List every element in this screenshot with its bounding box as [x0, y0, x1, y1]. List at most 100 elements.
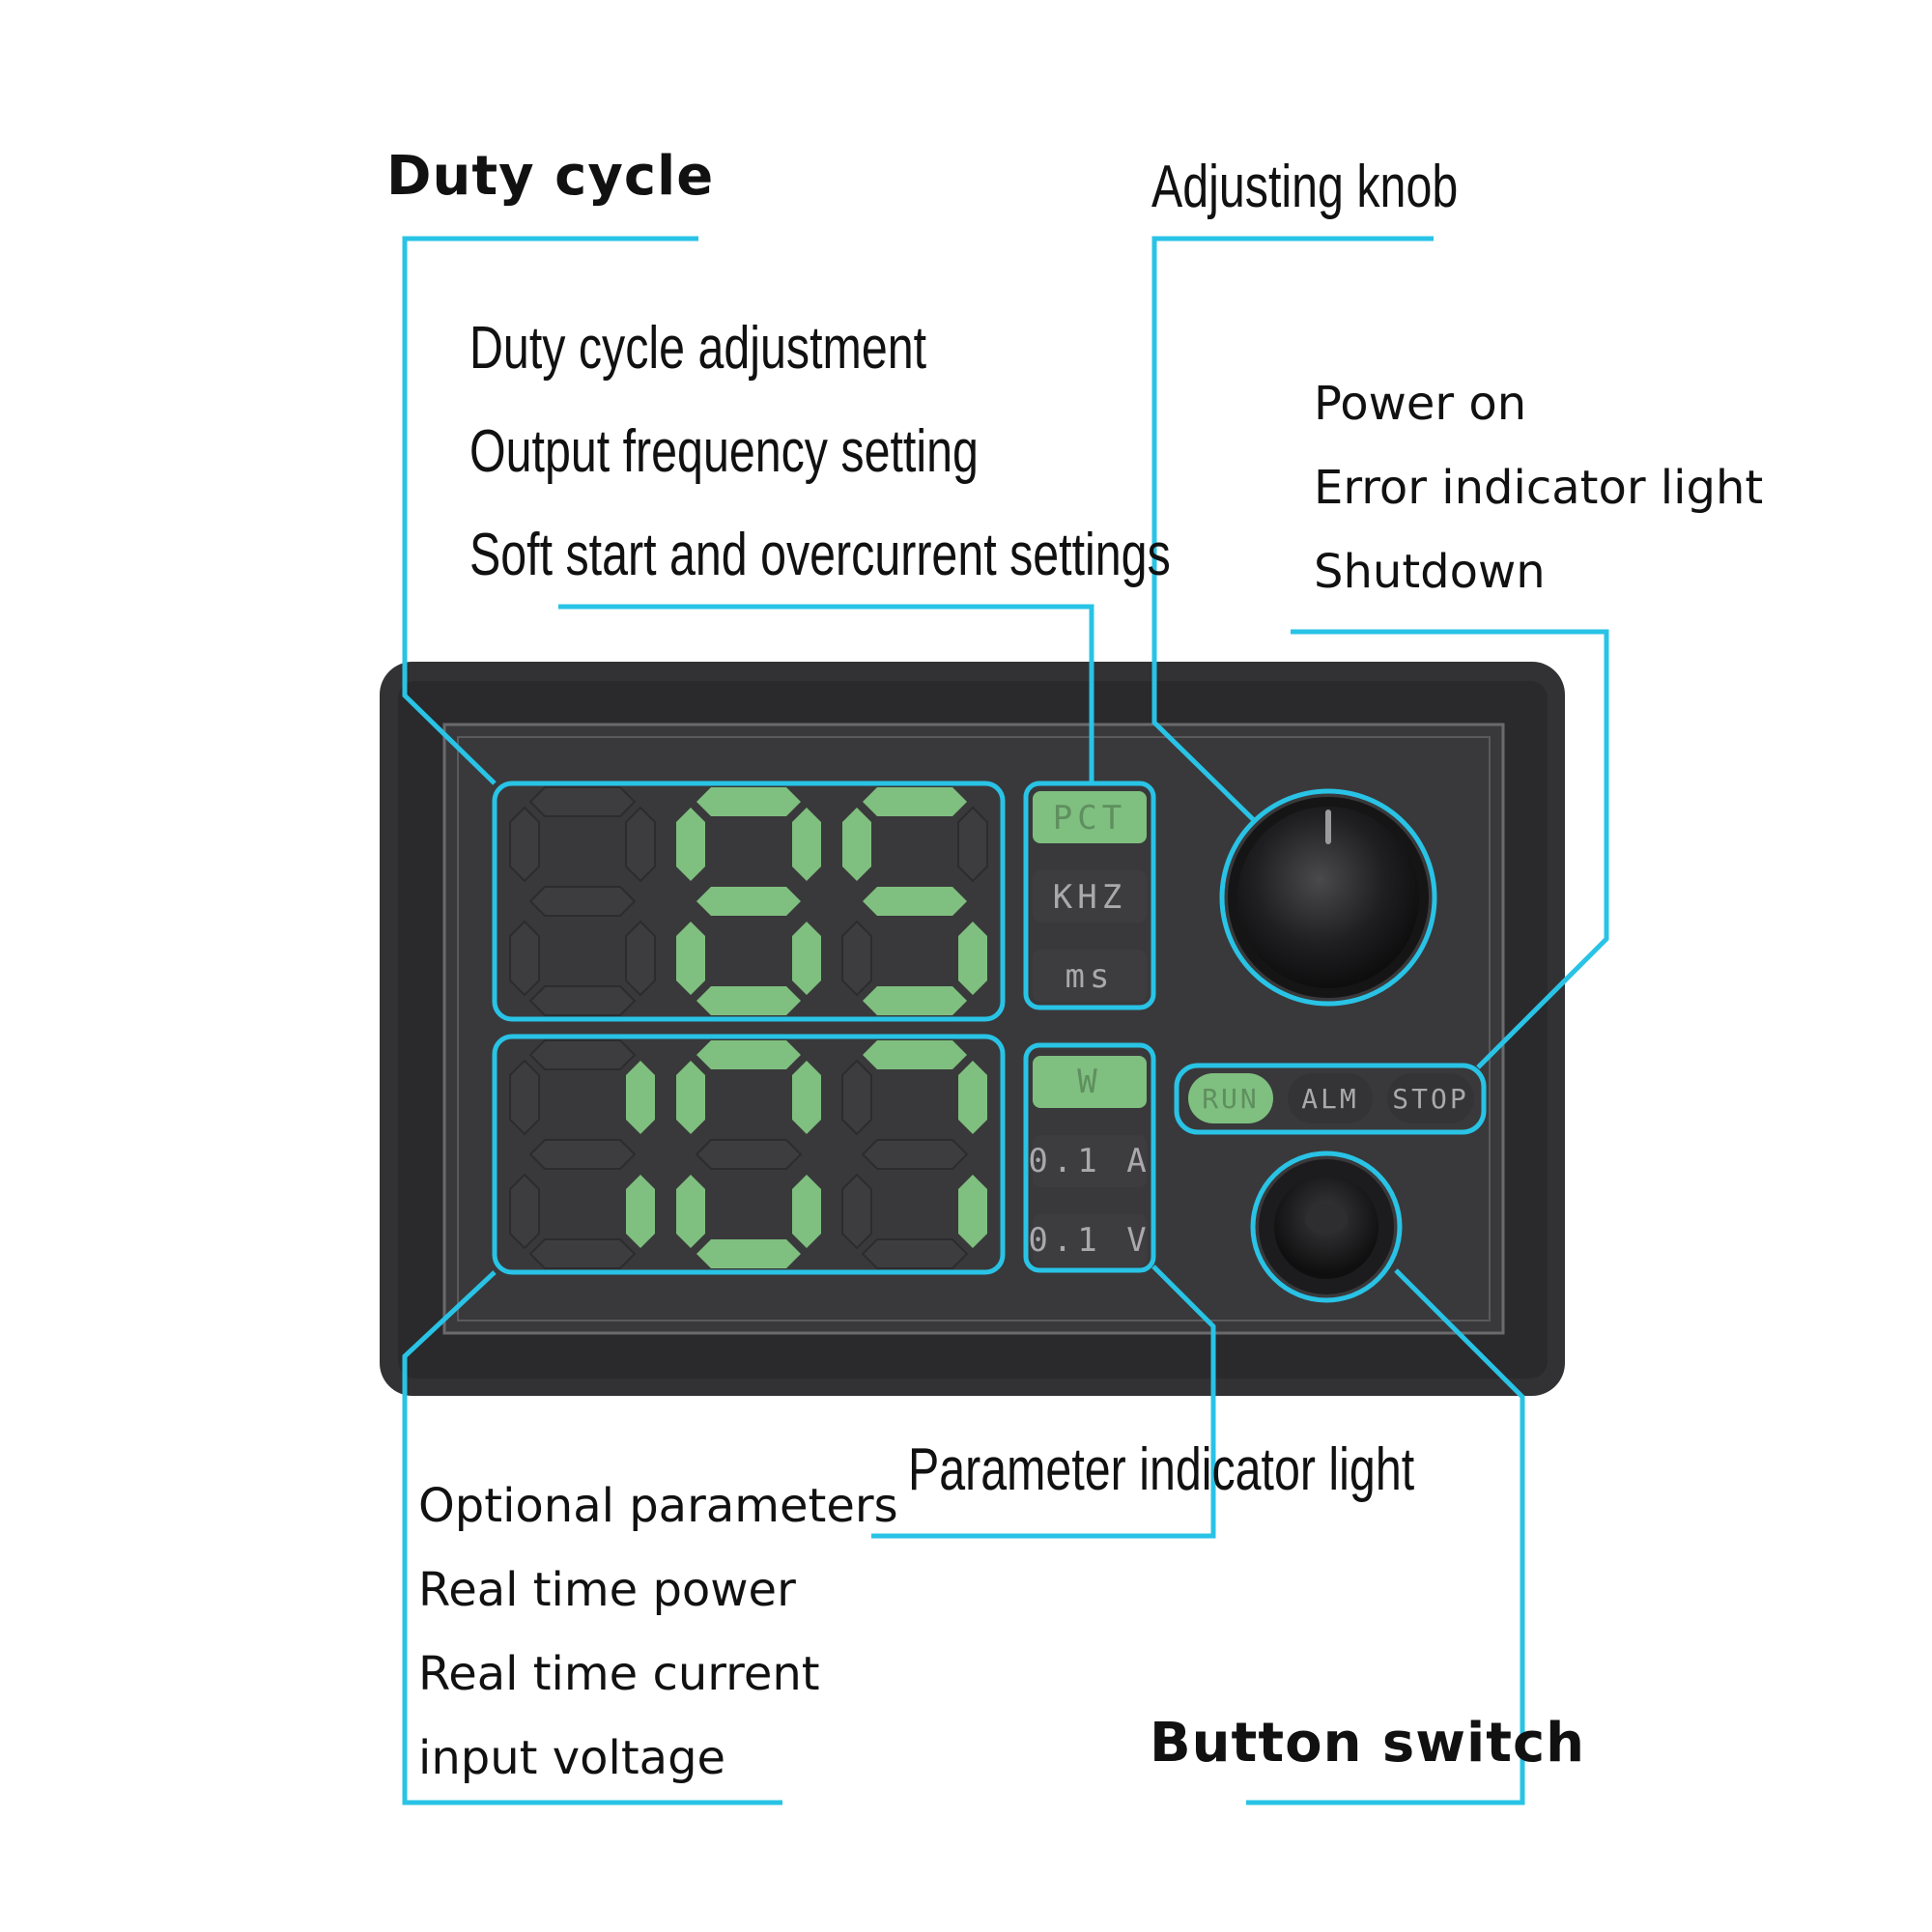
label-adjusting-knob: Adjusting knob — [1151, 154, 1459, 220]
unit-label-current: 0.1 A — [1028, 1142, 1151, 1180]
unit-indicator-w — [1033, 1056, 1147, 1108]
digit-1-segment-c — [625, 920, 656, 997]
status-item-error: Error indicator light — [1314, 461, 1764, 515]
digit-3-segment-b — [957, 806, 988, 883]
optional-item-current: Real time current — [418, 1647, 820, 1701]
digit-1-segment-e — [509, 1173, 540, 1250]
digit-2-segment-e — [676, 922, 705, 995]
unit-label-khz: KHZ — [1053, 878, 1126, 917]
digit-1-segment-a — [528, 1039, 637, 1070]
status-label-run: RUN — [1202, 1083, 1260, 1115]
status-light-stop — [1387, 1073, 1474, 1123]
digit-1-segment-b — [626, 1061, 655, 1134]
status-lights: RUN ALM STOP — [1188, 1073, 1474, 1123]
bottom-seven-segment-display — [509, 1039, 987, 1269]
digit-1-segment-d — [528, 985, 637, 1016]
leader-parameter — [871, 1264, 1216, 1539]
digit-3-segment-c — [958, 922, 987, 995]
status-list: Power on Error indicator light Shutdown — [1314, 362, 1763, 614]
digit-1-segment-f — [509, 1059, 540, 1136]
digit-1-segment-c — [626, 1175, 655, 1248]
digit-2-segment-c — [792, 922, 821, 995]
digit-2-segment-c — [792, 1175, 821, 1248]
leader-status — [1291, 629, 1609, 1069]
leader-settings — [558, 604, 1094, 783]
digit-1-segment-f — [509, 806, 540, 883]
digit-1-segment-a — [528, 786, 637, 817]
optional-item-header: Optional parameters — [418, 1479, 898, 1533]
digit-2-segment-e — [676, 1175, 705, 1248]
digit-2-segment-f — [676, 808, 705, 881]
status-label-stop: STOP — [1392, 1083, 1468, 1115]
adjusting-knob[interactable] — [1228, 797, 1429, 998]
leader-optional — [402, 1270, 782, 1805]
digit-2-segment-f — [676, 1061, 705, 1134]
leader-duty-cycle — [402, 236, 698, 785]
outline-button — [1250, 1151, 1403, 1303]
unit-label-pct: PCT — [1053, 799, 1126, 838]
top-unit-indicators: PCT KHZ ms — [1033, 791, 1147, 1002]
unit-indicator-ms — [1033, 950, 1147, 1002]
digit-3-segment-c — [958, 1175, 987, 1248]
status-light-alm — [1288, 1073, 1373, 1123]
status-item-shutdown: Shutdown — [1314, 545, 1546, 599]
digit-3-segment-f — [841, 1059, 872, 1136]
digit-3-segment-g — [861, 1139, 969, 1170]
outline-bottom-display — [492, 1034, 1006, 1275]
leader-button — [1246, 1268, 1525, 1805]
push-button-switch[interactable] — [1259, 1159, 1394, 1294]
digit-2-segment-b — [792, 808, 821, 881]
unit-label-ms: ms — [1065, 957, 1115, 996]
top-seven-segment-display — [509, 786, 988, 1016]
digit-1-segment-e — [509, 920, 540, 997]
settings-item-duty: Duty cycle adjustment — [469, 315, 927, 382]
digit-1-segment-g — [528, 886, 637, 917]
digit-2-segment-g — [696, 887, 801, 916]
leader-knob — [1151, 236, 1434, 824]
outline-bottom-units — [1023, 1042, 1156, 1273]
digit-3-segment-e — [841, 920, 872, 997]
digit-3-segment-d — [861, 1238, 969, 1269]
label-parameter-indicator: Parameter indicator light — [908, 1436, 1415, 1503]
digit-2-segment-g — [695, 1139, 803, 1170]
digit-3-segment-f — [842, 808, 871, 881]
label-duty-cycle: Duty cycle — [386, 145, 715, 208]
unit-indicator-voltage — [1033, 1214, 1147, 1266]
optional-list: Optional parameters Real time power Real… — [418, 1464, 898, 1801]
digit-3-segment-g — [863, 887, 967, 916]
leader-lines — [402, 236, 1609, 1805]
digit-3-segment-d — [863, 986, 967, 1015]
digit-3-segment-e — [841, 1173, 872, 1250]
unit-label-voltage: 0.1 V — [1028, 1221, 1151, 1260]
outline-top-display — [492, 781, 1006, 1022]
status-label-alm: ALM — [1301, 1083, 1359, 1115]
optional-item-power: Real time power — [418, 1563, 796, 1617]
optional-item-voltage: input voltage — [418, 1731, 726, 1785]
status-item-power-on: Power on — [1314, 377, 1527, 431]
digit-1-segment-b — [625, 806, 656, 883]
digit-1-segment-d — [528, 1238, 637, 1269]
outline-status-lights — [1174, 1063, 1487, 1135]
status-light-run — [1188, 1073, 1273, 1123]
digit-3-segment-a — [863, 787, 967, 816]
unit-indicator-pct — [1033, 791, 1147, 843]
digit-2-segment-a — [696, 1040, 801, 1069]
unit-label-w: W — [1077, 1063, 1101, 1101]
digit-2-segment-b — [792, 1061, 821, 1134]
settings-item-softstart: Soft start and overcurrent settings — [469, 522, 1171, 588]
digit-2-segment-d — [696, 986, 801, 1015]
unit-indicator-khz — [1033, 870, 1147, 923]
settings-item-frequency: Output frequency setting — [469, 418, 979, 485]
digit-3-segment-a — [863, 1040, 967, 1069]
outline-knob — [1219, 788, 1437, 1007]
digit-3-segment-b — [958, 1061, 987, 1134]
digit-2-segment-d — [696, 1239, 801, 1268]
digit-2-segment-a — [696, 787, 801, 816]
knob-pointer-icon — [1325, 810, 1331, 844]
digit-1-segment-g — [528, 1139, 637, 1170]
label-button-switch: Button switch — [1150, 1712, 1586, 1775]
bottom-unit-indicators: W 0.1 A 0.1 V — [1028, 1056, 1151, 1266]
unit-indicator-current — [1033, 1135, 1147, 1187]
